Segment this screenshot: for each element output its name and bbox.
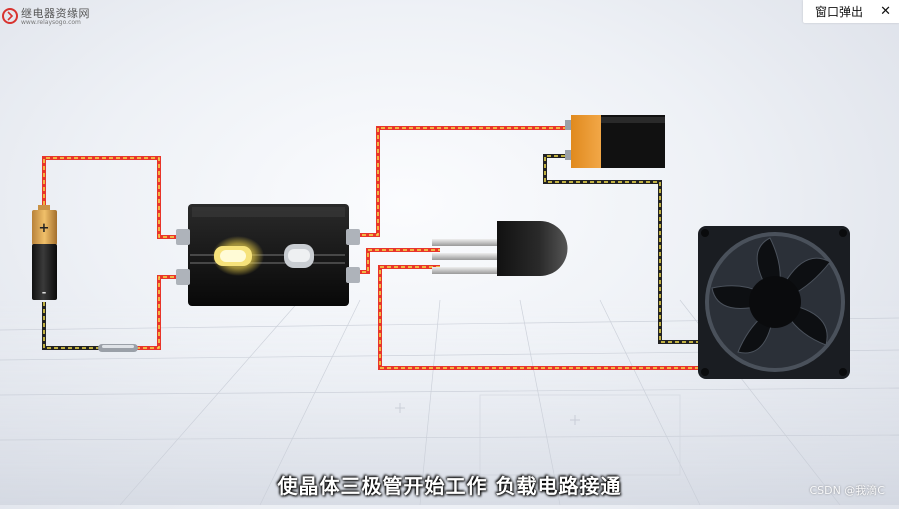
popup-window-button[interactable]: 窗口弹出 ✕	[803, 0, 899, 23]
9v-battery-icon	[565, 115, 665, 168]
right-circuit-wires	[355, 126, 700, 370]
reed-switch-icon	[98, 344, 138, 352]
brand-logo: 继电器资缘网 www.relaysogo.com	[2, 8, 90, 26]
csdn-watermark: CSDN @我滴C	[809, 484, 885, 497]
popup-window-label[interactable]: 窗口弹出	[815, 5, 864, 19]
battery-plus-label: +	[39, 221, 50, 236]
left-circuit-wires	[42, 156, 183, 350]
close-icon[interactable]: ✕	[880, 4, 891, 19]
reed-relay-icon	[176, 204, 360, 306]
battery-minus-label: -	[42, 286, 47, 299]
transistor-icon	[432, 221, 568, 276]
relay-logo-icon	[2, 8, 18, 24]
aa-battery-icon: + -	[32, 205, 57, 300]
floor-marks	[395, 394, 681, 476]
brand-url: www.relaysogo.com	[21, 19, 81, 26]
brand-name: 继电器资缘网	[21, 7, 90, 20]
cooling-fan-icon	[698, 226, 850, 379]
video-subtitle: 使晶体三极管开始工作 负载电路接通	[277, 474, 622, 498]
